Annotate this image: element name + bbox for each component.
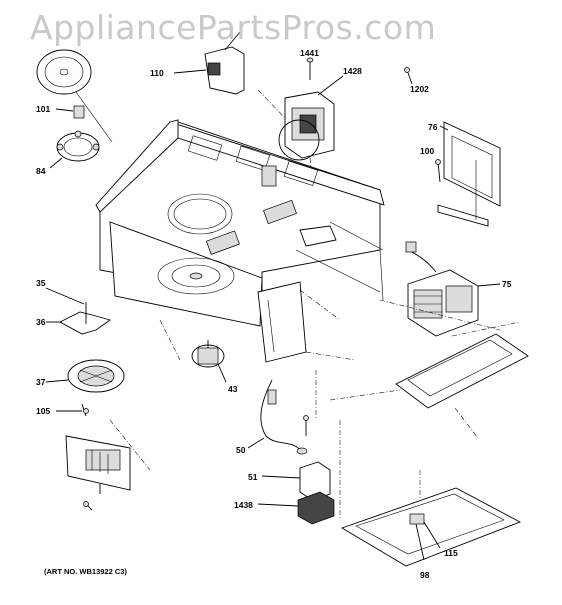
screw-1202 bbox=[404, 67, 413, 85]
callout-84: 84 bbox=[36, 166, 46, 176]
art-number: (ART NO. WB13922 C3) bbox=[44, 567, 127, 576]
callout-51: 51 bbox=[248, 472, 258, 482]
callout-100: 100 bbox=[420, 146, 434, 156]
top-bracket bbox=[173, 31, 245, 95]
base-plate-right bbox=[395, 321, 529, 439]
callout-101: 101 bbox=[36, 104, 50, 114]
switch bbox=[261, 461, 331, 501]
transformer bbox=[405, 241, 501, 337]
wire-harness bbox=[247, 379, 308, 455]
callout-1438: 1438 bbox=[234, 500, 253, 510]
screw-105 bbox=[56, 403, 89, 417]
stirrer-blade bbox=[45, 287, 112, 335]
callout-105: 105 bbox=[36, 406, 50, 416]
site-watermark: AppliancePartsPros.com bbox=[30, 8, 437, 47]
base-plate-bottom bbox=[339, 420, 522, 567]
callout-37: 37 bbox=[36, 377, 46, 387]
callout-43: 43 bbox=[228, 384, 238, 394]
callout-35: 35 bbox=[36, 278, 46, 288]
screw-100 bbox=[435, 159, 441, 183]
callout-1441: 1441 bbox=[300, 48, 319, 58]
roller-ring bbox=[49, 130, 100, 169]
screw-wire bbox=[303, 415, 309, 436]
callout-110: 110 bbox=[150, 68, 164, 78]
waveguide-cover bbox=[437, 121, 501, 227]
latch-board bbox=[257, 75, 344, 233]
callout-1202: 1202 bbox=[410, 84, 429, 94]
callout-98: 98 bbox=[420, 570, 430, 580]
coupler bbox=[55, 105, 85, 119]
sensor bbox=[257, 491, 335, 525]
door-frame-bracket bbox=[257, 281, 356, 363]
control-bracket bbox=[65, 435, 131, 511]
screw-1441 bbox=[306, 57, 314, 80]
callout-115: 115 bbox=[444, 548, 458, 558]
callout-36: 36 bbox=[36, 317, 46, 327]
turntable-support bbox=[45, 359, 125, 393]
turntable-tray bbox=[36, 49, 113, 143]
turntable-motor bbox=[191, 340, 227, 383]
main-chassis bbox=[95, 119, 385, 327]
callout-75: 75 bbox=[502, 279, 512, 289]
callout-76: 76 bbox=[428, 122, 438, 132]
callout-1428: 1428 bbox=[343, 66, 362, 76]
assembly-guide-lines bbox=[109, 299, 501, 471]
callout-50: 50 bbox=[236, 445, 246, 455]
